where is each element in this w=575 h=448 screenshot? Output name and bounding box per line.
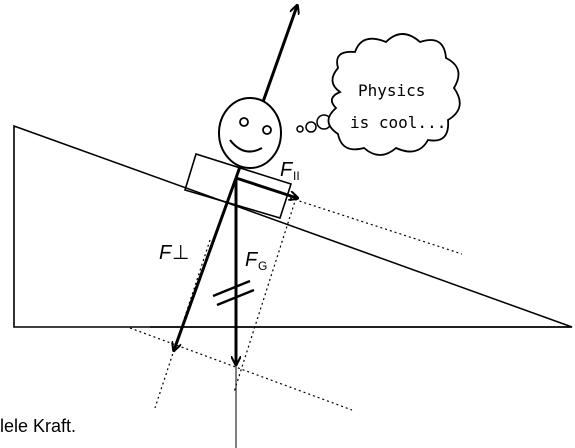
construction-line-lower xyxy=(129,327,353,411)
construction-line-upper xyxy=(289,197,463,255)
f-perp-letter: F xyxy=(159,242,173,264)
f-parallel-subscript: II xyxy=(293,169,300,183)
caption-text: lele Kraft. xyxy=(0,416,77,436)
thought-cloud xyxy=(327,33,461,156)
thought-dot-medium xyxy=(305,121,317,133)
f-gravity-letter: F xyxy=(245,249,259,271)
label-f-perpendicular: F ⊥ xyxy=(159,242,189,264)
parallel-force-arrow xyxy=(235,176,297,198)
thought-text-line2: is cool... xyxy=(350,113,446,132)
f-parallel-letter: F xyxy=(280,159,294,181)
f-gravity-subscript: G xyxy=(258,259,267,273)
label-f-parallel: F II xyxy=(280,159,300,183)
label-f-gravity: F G xyxy=(245,249,267,273)
equal-mark-2 xyxy=(216,288,255,307)
head xyxy=(218,97,282,169)
f-perp-symbol: ⊥ xyxy=(172,242,189,264)
thought-dot-small xyxy=(296,125,304,133)
smile xyxy=(229,139,263,153)
block-on-incline xyxy=(183,152,293,219)
perpendicular-force-arrow xyxy=(174,177,238,350)
equal-mark-1 xyxy=(212,279,251,298)
thought-text-line1: Physics xyxy=(358,81,425,100)
thought-bubble: Physics is cool... xyxy=(296,33,461,156)
left-eye xyxy=(239,117,249,127)
stick-figure xyxy=(218,97,282,169)
right-eye xyxy=(262,125,272,135)
construction-line-parallel-end xyxy=(233,197,297,393)
incline-triangle xyxy=(13,124,573,328)
